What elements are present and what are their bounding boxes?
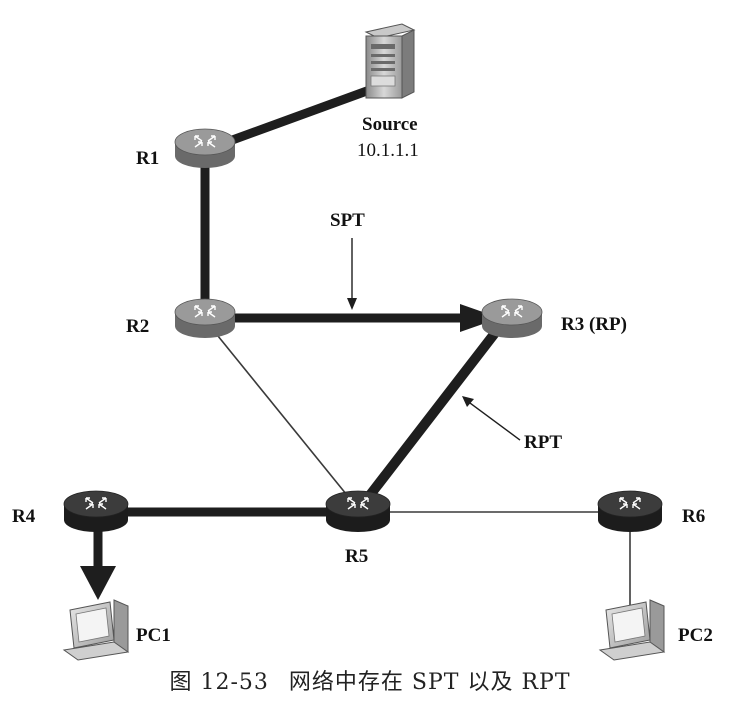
rpt-pointer-line: [465, 399, 521, 441]
spt-annotation: SPT: [330, 210, 365, 231]
source-label: Source: [362, 114, 418, 135]
figure-number: 图 12-53: [169, 670, 269, 695]
spt-pointer-head: [347, 298, 357, 310]
server-icon: [364, 23, 416, 99]
link-r2-r5: [204, 319, 356, 506]
spt-arrowhead: [460, 304, 500, 332]
pc2-label: PC2: [678, 625, 713, 646]
router-r2-icon: [174, 298, 236, 338]
pc2-icon: [598, 599, 666, 661]
figure-caption: 图 12-53 网络中存在 SPT 以及 RPT: [0, 664, 740, 696]
router-r3-icon: [481, 298, 543, 338]
router-r1-icon: [174, 128, 236, 168]
router-r6-icon: [597, 490, 663, 532]
rpt-arrowhead-pc1: [80, 566, 116, 600]
r1-label: R1: [136, 148, 160, 169]
r2-label: R2: [126, 316, 150, 337]
rpt-r3-r5: [355, 315, 510, 513]
r6-label: R6: [682, 506, 706, 527]
source-ip-label: 10.1.1.1: [357, 140, 419, 161]
r4-label: R4: [12, 506, 36, 527]
pc1-label: PC1: [136, 625, 171, 646]
r5-label: R5: [345, 546, 369, 567]
rpt-annotation: RPT: [524, 432, 562, 453]
figure-title: 网络中存在 SPT 以及 RPT: [288, 670, 571, 695]
router-r5-icon: [325, 490, 391, 532]
router-r4-icon: [63, 490, 129, 532]
rpt-pointer-head: [462, 396, 474, 407]
r3-label: R3 (RP): [561, 314, 627, 335]
pc1-icon: [62, 599, 130, 661]
